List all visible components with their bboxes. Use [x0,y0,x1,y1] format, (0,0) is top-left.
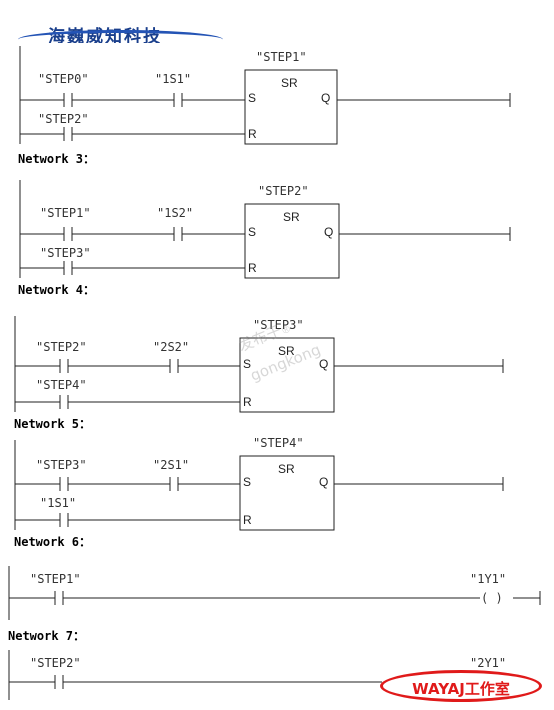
contact-label: "STEP4" [36,378,87,392]
rung-network-3 [19,180,511,279]
pin-r: R [243,513,252,527]
contact-label: "2S1" [153,458,190,472]
contact-label: "STEP1" [40,206,91,220]
contact-label: "STEP3" [40,246,91,260]
contact-label: "2S2" [153,340,190,354]
contact-label: "STEP2" [36,340,87,354]
contact-label: "1S1" [40,496,77,510]
pin-s: S [243,357,252,371]
pin-r: R [248,127,257,141]
sr-box-title: "STEP1" [256,50,307,64]
pin-q: Q [319,357,329,371]
rung-network-5 [14,440,504,531]
network-title: Network 7： [8,629,86,643]
header-logo-arc [18,30,223,49]
network-title: Network 5： [14,417,92,431]
sr-box-title: "STEP4" [253,436,304,450]
pin-q: Q [324,225,334,239]
sr-box-type: SR [283,210,300,224]
rung-network-4 [14,316,504,413]
sr-box-title: "STEP3" [253,318,304,332]
pin-r: R [243,395,252,409]
contact-label: "STEP2" [30,656,81,670]
watermark-line1: 发布于 [235,321,285,356]
contact-label: "STEP3" [36,458,87,472]
contact-label: "STEP0" [38,72,89,86]
sr-box-type: SR [278,344,295,358]
contact-label: "STEP1" [30,572,81,586]
rung-top [19,46,511,145]
rung-network-7 [8,650,382,700]
sr-box-title: "STEP2" [258,184,309,198]
coil-label: "2Y1" [470,656,507,670]
pin-s: S [243,475,252,489]
coil-symbol: ( ) [481,591,503,605]
coil-label: "1Y1" [470,572,507,586]
pin-s: S [248,225,257,239]
studio-stamp: WAYAJ工作室 [380,670,542,702]
pin-q: Q [319,475,329,489]
pin-r: R [248,261,257,275]
network-title: Network 4： [18,283,96,297]
pin-s: S [248,91,257,105]
pin-q: Q [321,91,331,105]
network-title: Network 3： [18,152,96,166]
contact-label: "1S2" [157,206,194,220]
rung-network-6 [8,566,541,620]
stamp-text: WAYAJ工作室 [412,680,510,698]
contact-label: "STEP2" [38,112,89,126]
network-title: Network 6： [14,535,92,549]
contact-label: "1S1" [155,72,192,86]
sr-box-type: SR [278,462,295,476]
sr-box-type: SR [281,76,298,90]
